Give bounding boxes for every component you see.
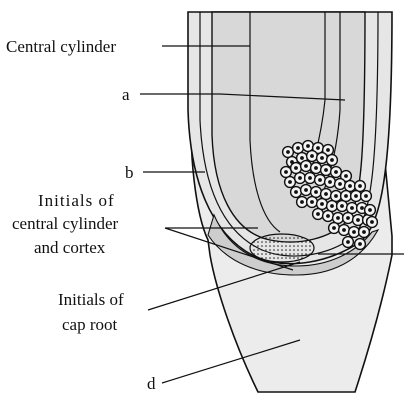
cell-nucleus	[284, 170, 288, 174]
cell-nucleus	[294, 166, 298, 170]
cell-nucleus	[358, 242, 362, 246]
label-initials-central-3: and cortex	[34, 238, 106, 257]
cell-nucleus	[304, 164, 308, 168]
cell-nucleus	[356, 218, 360, 222]
cell-nucleus	[370, 220, 374, 224]
cell-nucleus	[306, 144, 310, 148]
cell-nucleus	[330, 158, 334, 162]
cell-nucleus	[336, 216, 340, 220]
cell-nucleus	[362, 230, 366, 234]
label-initials-central-2: central cylinder	[12, 214, 119, 233]
cell-nucleus	[286, 150, 290, 154]
cell-nucleus	[342, 228, 346, 232]
cell-nucleus	[346, 216, 350, 220]
cell-nucleus	[364, 194, 368, 198]
label-initials-central-1: Initials of	[38, 191, 115, 210]
cell-nucleus	[288, 180, 292, 184]
cell-nucleus	[324, 168, 328, 172]
cell-nucleus	[354, 194, 358, 198]
label-d: d	[147, 374, 156, 393]
cell-nucleus	[298, 176, 302, 180]
cell-nucleus	[316, 212, 320, 216]
cell-nucleus	[334, 194, 338, 198]
label-initials-cap-1: Initials of	[58, 290, 124, 309]
cell-nucleus	[326, 148, 330, 152]
cell-nucleus	[350, 206, 354, 210]
cell-nucleus	[330, 204, 334, 208]
cell-nucleus	[304, 188, 308, 192]
cell-nucleus	[310, 200, 314, 204]
cell-nucleus	[296, 146, 300, 150]
cell-nucleus	[324, 192, 328, 196]
cell-nucleus	[346, 240, 350, 244]
cell-nucleus	[360, 206, 364, 210]
cell-nucleus	[314, 190, 318, 194]
cell-nucleus	[310, 154, 314, 158]
cell-nucleus	[314, 166, 318, 170]
cell-nucleus	[348, 184, 352, 188]
cell-nucleus	[320, 202, 324, 206]
cell-nucleus	[352, 230, 356, 234]
cell-nucleus	[316, 146, 320, 150]
cell-nucleus	[368, 208, 372, 212]
cell-nucleus	[320, 156, 324, 160]
cell-nucleus	[300, 200, 304, 204]
initials-zone	[250, 234, 314, 262]
cell-nucleus	[344, 194, 348, 198]
label-b: b	[125, 163, 134, 182]
cell-nucleus	[340, 204, 344, 208]
cell-nucleus	[294, 190, 298, 194]
label-central-cylinder: Central cylinder	[6, 37, 116, 56]
label-initials-cap-2: cap root	[62, 315, 118, 334]
label-a: a	[122, 85, 130, 104]
cell-nucleus	[308, 176, 312, 180]
cell-nucleus	[332, 226, 336, 230]
cell-nucleus	[338, 182, 342, 186]
cell-nucleus	[328, 180, 332, 184]
cell-nucleus	[326, 214, 330, 218]
cell-nucleus	[334, 170, 338, 174]
cell-nucleus	[318, 178, 322, 182]
cell-nucleus	[344, 174, 348, 178]
cell-nucleus	[300, 156, 304, 160]
cell-nucleus	[358, 184, 362, 188]
